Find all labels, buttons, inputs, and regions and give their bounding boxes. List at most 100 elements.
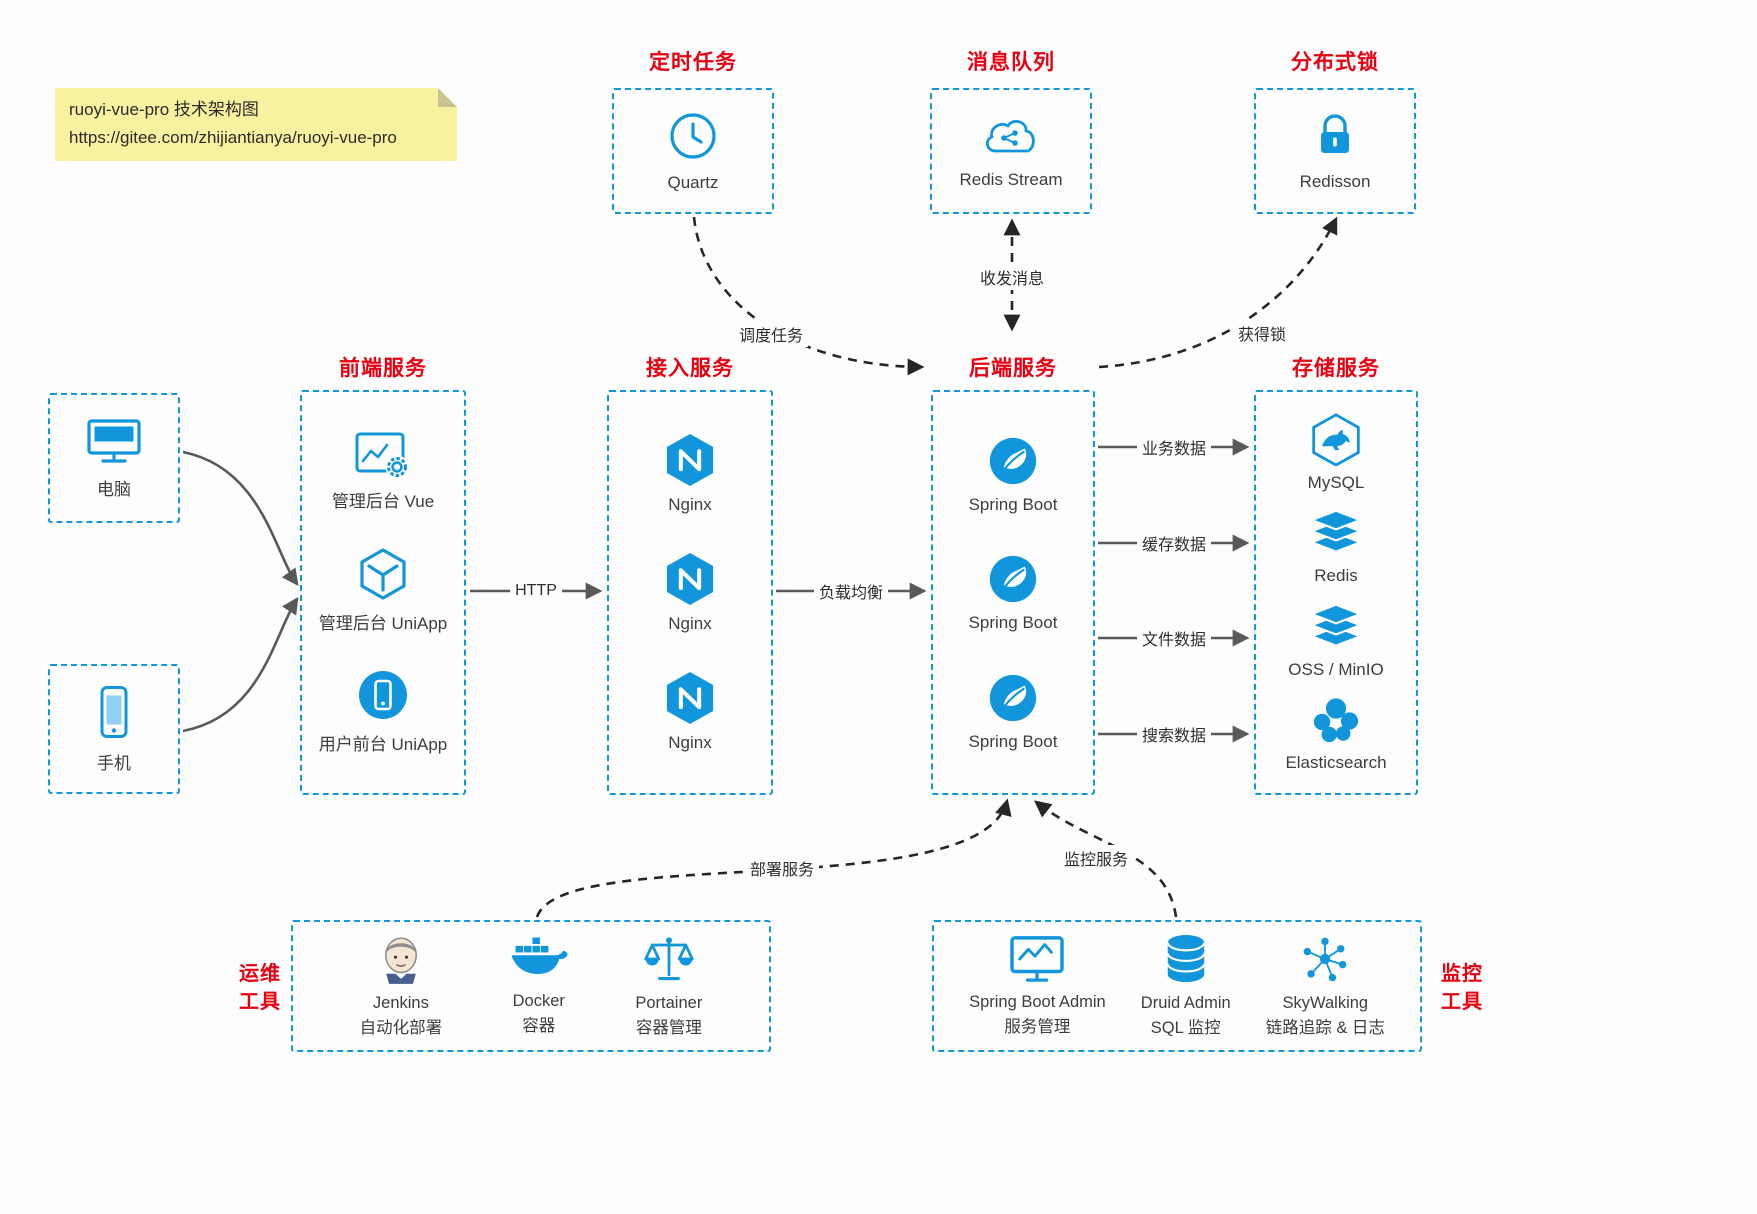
title-frontend-services: 前端服务 xyxy=(339,357,427,380)
monitoring-title-line2: 工具 xyxy=(1441,991,1483,1013)
note-line-title: ruoyi-vue-pro 技术架构图 xyxy=(69,100,259,119)
backend-services-box: Spring Boot Spring Boot Spring Boot xyxy=(931,390,1095,795)
nginx-icon xyxy=(664,432,716,488)
edge-label-search-data: 搜索数据 xyxy=(1136,721,1212,747)
tool-portainer: Portainer 容器管理 xyxy=(635,933,702,1039)
spring-boot-label-1: Spring Boot xyxy=(968,494,1058,514)
computer-label: 电脑 xyxy=(97,479,131,499)
database-cylinder-icon xyxy=(1162,933,1210,985)
frontend-user-uniapp: 用户前台 UniApp xyxy=(319,667,447,755)
spring-boot-icon xyxy=(986,552,1040,606)
edge-phone-to-frontend xyxy=(182,596,299,733)
edge-label-load-balance: 负载均衡 xyxy=(813,578,889,604)
jenkins-butler-icon xyxy=(377,933,425,985)
druid-admin-name: Druid Admin xyxy=(1140,994,1231,1013)
phone-label: 手机 xyxy=(97,753,131,773)
spring-boot-admin-desc: 服务管理 xyxy=(1004,1017,1071,1036)
quartz-label: Quartz xyxy=(667,173,719,192)
redis-stream-box: Redis Stream xyxy=(930,88,1092,214)
nginx-label-3: Nginx xyxy=(668,733,712,752)
spring-boot-icon xyxy=(986,671,1040,725)
portainer-scales-icon xyxy=(642,933,696,985)
elasticsearch-cluster-icon xyxy=(1309,696,1363,746)
docker-name: Docker xyxy=(512,992,565,1011)
storage-oss-minio: OSS / MinIO xyxy=(1288,603,1384,680)
computer-icon xyxy=(85,417,143,465)
spring-boot-node-3: Spring Boot xyxy=(969,671,1057,752)
storage-services-box: MySQL Redis xyxy=(1254,390,1418,795)
tool-jenkins: Jenkins 自动化部署 xyxy=(360,933,442,1039)
edge-label-schedule-task: 调度任务 xyxy=(733,321,809,347)
mysql-icon xyxy=(1309,412,1363,467)
monitoring-tools-box: Spring Boot Admin 服务管理 Druid Admin SQL 监… xyxy=(932,920,1422,1052)
edge-label-cache-data: 缓存数据 xyxy=(1136,530,1212,556)
phone-client-box: 手机 xyxy=(48,664,180,794)
storage-redis: Redis xyxy=(1307,509,1365,586)
tool-skywalking: SkyWalking 链路追踪 & 日志 xyxy=(1266,933,1385,1039)
title-scheduled-task: 定时任务 xyxy=(649,51,737,74)
nginx-icon xyxy=(664,670,716,726)
spring-boot-icon xyxy=(986,434,1040,488)
monitoring-title-line1: 监控 xyxy=(1441,963,1483,985)
quartz-box: Quartz xyxy=(612,88,774,214)
vue-admin-window-icon xyxy=(354,430,412,480)
tool-druid-admin: Druid Admin SQL 监控 xyxy=(1141,933,1231,1039)
redis-stack-icon xyxy=(1307,509,1365,559)
nginx-node-1: Nginx xyxy=(664,432,716,515)
portainer-desc: 容器管理 xyxy=(635,1018,702,1037)
nginx-label-1: Nginx xyxy=(668,495,712,514)
skywalking-name: SkyWalking xyxy=(1282,994,1369,1013)
frontend-admin-uniapp: 管理后台 UniApp xyxy=(319,546,447,634)
docker-desc: 容器 xyxy=(522,1016,556,1035)
frontend-user-uniapp-label: 用户前台 UniApp xyxy=(318,735,448,755)
note-line-url: https://gitee.com/zhijiantianya/ruoyi-vu… xyxy=(69,128,397,148)
mobile-app-circle-icon xyxy=(355,667,411,723)
title-gateway-services: 接入服务 xyxy=(646,357,734,380)
spring-boot-label-2: Spring Boot xyxy=(968,613,1058,632)
ops-title-line1: 运维 xyxy=(239,963,281,985)
title-monitoring-tools: 监控 工具 xyxy=(1436,960,1488,1016)
title-distributed-lock: 分布式锁 xyxy=(1291,51,1379,74)
skywalking-desc: 链路追踪 & 日志 xyxy=(1265,1018,1385,1037)
oss-stack-icon xyxy=(1307,603,1365,653)
nginx-label-2: Nginx xyxy=(668,614,712,633)
portainer-name: Portainer xyxy=(635,994,703,1013)
jenkins-name: Jenkins xyxy=(372,994,429,1013)
lock-icon xyxy=(1310,110,1360,162)
frontend-admin-vue-label: 管理后台 Vue xyxy=(331,491,435,511)
redis-stream-label: Redis Stream xyxy=(959,170,1063,189)
storage-elasticsearch: Elasticsearch xyxy=(1285,696,1387,773)
elasticsearch-label: Elasticsearch xyxy=(1285,752,1387,772)
gateway-services-box: Nginx Nginx Nginx xyxy=(607,390,773,795)
edge-label-http: HTTP xyxy=(510,581,562,601)
edge-label-business-data: 业务数据 xyxy=(1136,434,1212,460)
frontend-admin-uniapp-label: 管理后台 UniApp xyxy=(318,613,448,633)
edge-acquire-lock xyxy=(1098,216,1338,369)
uniapp-cube-icon xyxy=(355,546,411,602)
ops-title-line2: 工具 xyxy=(239,991,281,1013)
edge-label-acquire-lock: 获得锁 xyxy=(1232,320,1292,346)
frontend-services-box: 管理后台 Vue 管理后台 UniApp 用户前台 UniApp xyxy=(300,390,466,795)
title-storage-services: 存储服务 xyxy=(1292,357,1380,380)
redis-label: Redis xyxy=(1314,566,1358,586)
druid-admin-desc: SQL 监控 xyxy=(1150,1018,1221,1037)
edge-label-file-data: 文件数据 xyxy=(1136,625,1212,651)
title-backend-services: 后端服务 xyxy=(969,357,1057,380)
nginx-node-3: Nginx xyxy=(664,670,716,753)
nginx-icon xyxy=(664,551,716,607)
nginx-node-2: Nginx xyxy=(664,551,716,634)
clock-icon xyxy=(666,109,720,163)
ops-tools-box: Jenkins 自动化部署 Docker 容器 xyxy=(291,920,771,1052)
edge-computer-to-frontend xyxy=(182,450,299,587)
note-fold-corner xyxy=(438,88,457,107)
spring-boot-node-1: Spring Boot xyxy=(968,434,1058,515)
redisson-box: Redisson xyxy=(1254,88,1416,214)
tool-spring-boot-admin: Spring Boot Admin 服务管理 xyxy=(969,934,1106,1038)
phone-icon xyxy=(94,685,134,739)
frontend-admin-vue: 管理后台 Vue xyxy=(332,430,434,512)
edge-label-monitor-service: 监控服务 xyxy=(1058,845,1134,871)
storage-mysql: MySQL xyxy=(1308,412,1364,493)
docker-whale-icon xyxy=(509,935,569,983)
tool-docker: Docker 容器 xyxy=(509,935,569,1037)
